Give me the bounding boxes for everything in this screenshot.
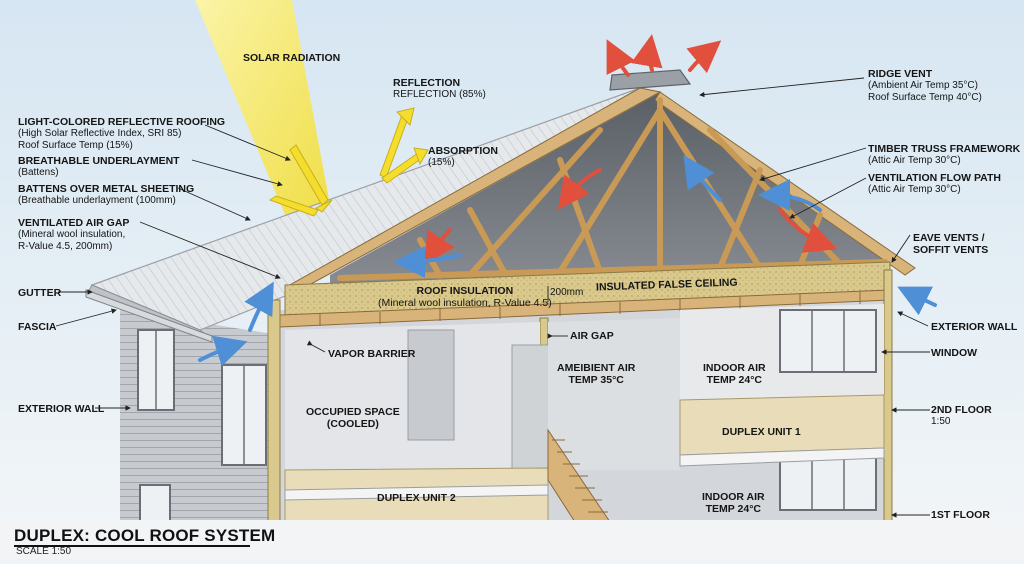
right-window-lower	[779, 454, 877, 511]
label-absorption: ABSORPTION (15%)	[428, 145, 499, 168]
leader-lines	[55, 77, 930, 518]
label-reflection: REFLECTION REFLECTION (85%)	[393, 77, 486, 100]
second-floor-edge	[679, 447, 885, 467]
joist-ticks	[319, 292, 861, 326]
gutter	[85, 289, 213, 343]
title-underline	[14, 545, 250, 547]
label-ventilated-air-gap: VENTILATED AIR GAP (Mineral wool insulat…	[18, 217, 130, 252]
label-air-gap: AIR GAP	[570, 330, 614, 342]
solar-arrows	[268, 107, 429, 217]
right-window-upper	[779, 309, 877, 373]
second-floor-slab	[679, 394, 885, 456]
label-timber-truss: TIMBER TRUSS FRAMEWORK (Attic Air Temp 3…	[868, 143, 1021, 166]
label-gutter: GUTTER	[18, 287, 62, 299]
label-duplex-unit-1: DUPLEX UNIT 1	[722, 426, 801, 438]
diagram-title: DUPLEX: COOL ROOF SYSTEM	[14, 526, 276, 545]
label-window: WINDOW	[931, 347, 978, 359]
unit2-floor-edge	[284, 484, 549, 501]
label-ventilation-flow: VENTILATION FLOW PATH (Attic Air Temp 30…	[868, 172, 1001, 195]
label-first-floor: 1ST FLOOR	[931, 509, 990, 521]
interior-door-left	[407, 329, 455, 441]
warm-air-flow-arrows	[423, 34, 838, 265]
label-roof-insulation: ROOF INSULATION (Mineral wool insulation…	[378, 285, 552, 309]
label-exterior-wall-right: EXTERIOR WALL	[931, 321, 1018, 333]
cool-air-flow-arrows	[198, 155, 937, 367]
label-second-floor: 2ND FLOOR 1:50	[931, 404, 992, 427]
label-fascia: FASCIA	[18, 321, 57, 333]
label-battens: BATTENS OVER METAL SHEETING (Breathable …	[18, 183, 195, 206]
ambient-room	[548, 318, 680, 470]
right-wall-section	[883, 269, 893, 523]
label-reflective-roofing: LIGHT-COLORED REFLECTIVE ROOFING (High S…	[18, 116, 226, 151]
label-vapor-barrier: VAPOR BARRIER	[328, 348, 416, 360]
label-duplex-unit-2: DUPLEX UNIT 2	[377, 492, 456, 504]
label-eave-vents: EAVE VENTS / SOFFIT VENTS	[913, 232, 989, 256]
left-window-lower	[139, 484, 171, 526]
label-occupied-space: OCCUPIED SPACE(COOLED)	[306, 406, 400, 430]
interior-door-mid	[511, 344, 551, 481]
label-breathable-underlayment: BREATHABLE UNDERLAYMENT (Battens)	[18, 155, 180, 178]
left-wall-section	[267, 299, 281, 523]
label-dimension-200mm: 200mm	[550, 287, 584, 298]
diagram-scale: SCALE 1:50	[16, 546, 72, 557]
ground-strip	[0, 520, 1024, 559]
label-exterior-wall-left: EXTERIOR WALL	[18, 403, 105, 415]
label-ridge-vent: RIDGE VENT (Ambient Air Temp 35°C) Roof …	[868, 68, 982, 103]
label-solar-radiation: SOLAR RADIATION	[243, 52, 341, 64]
